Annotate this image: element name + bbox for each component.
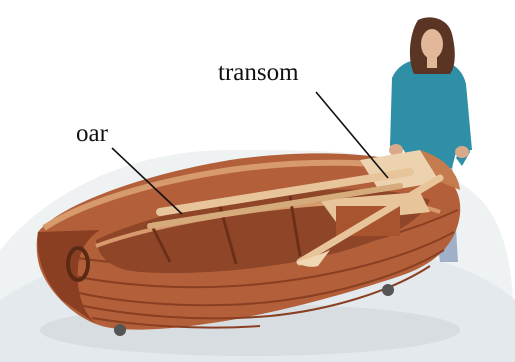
oar-label: oar [76,121,108,146]
transom-label: transom [218,60,299,85]
